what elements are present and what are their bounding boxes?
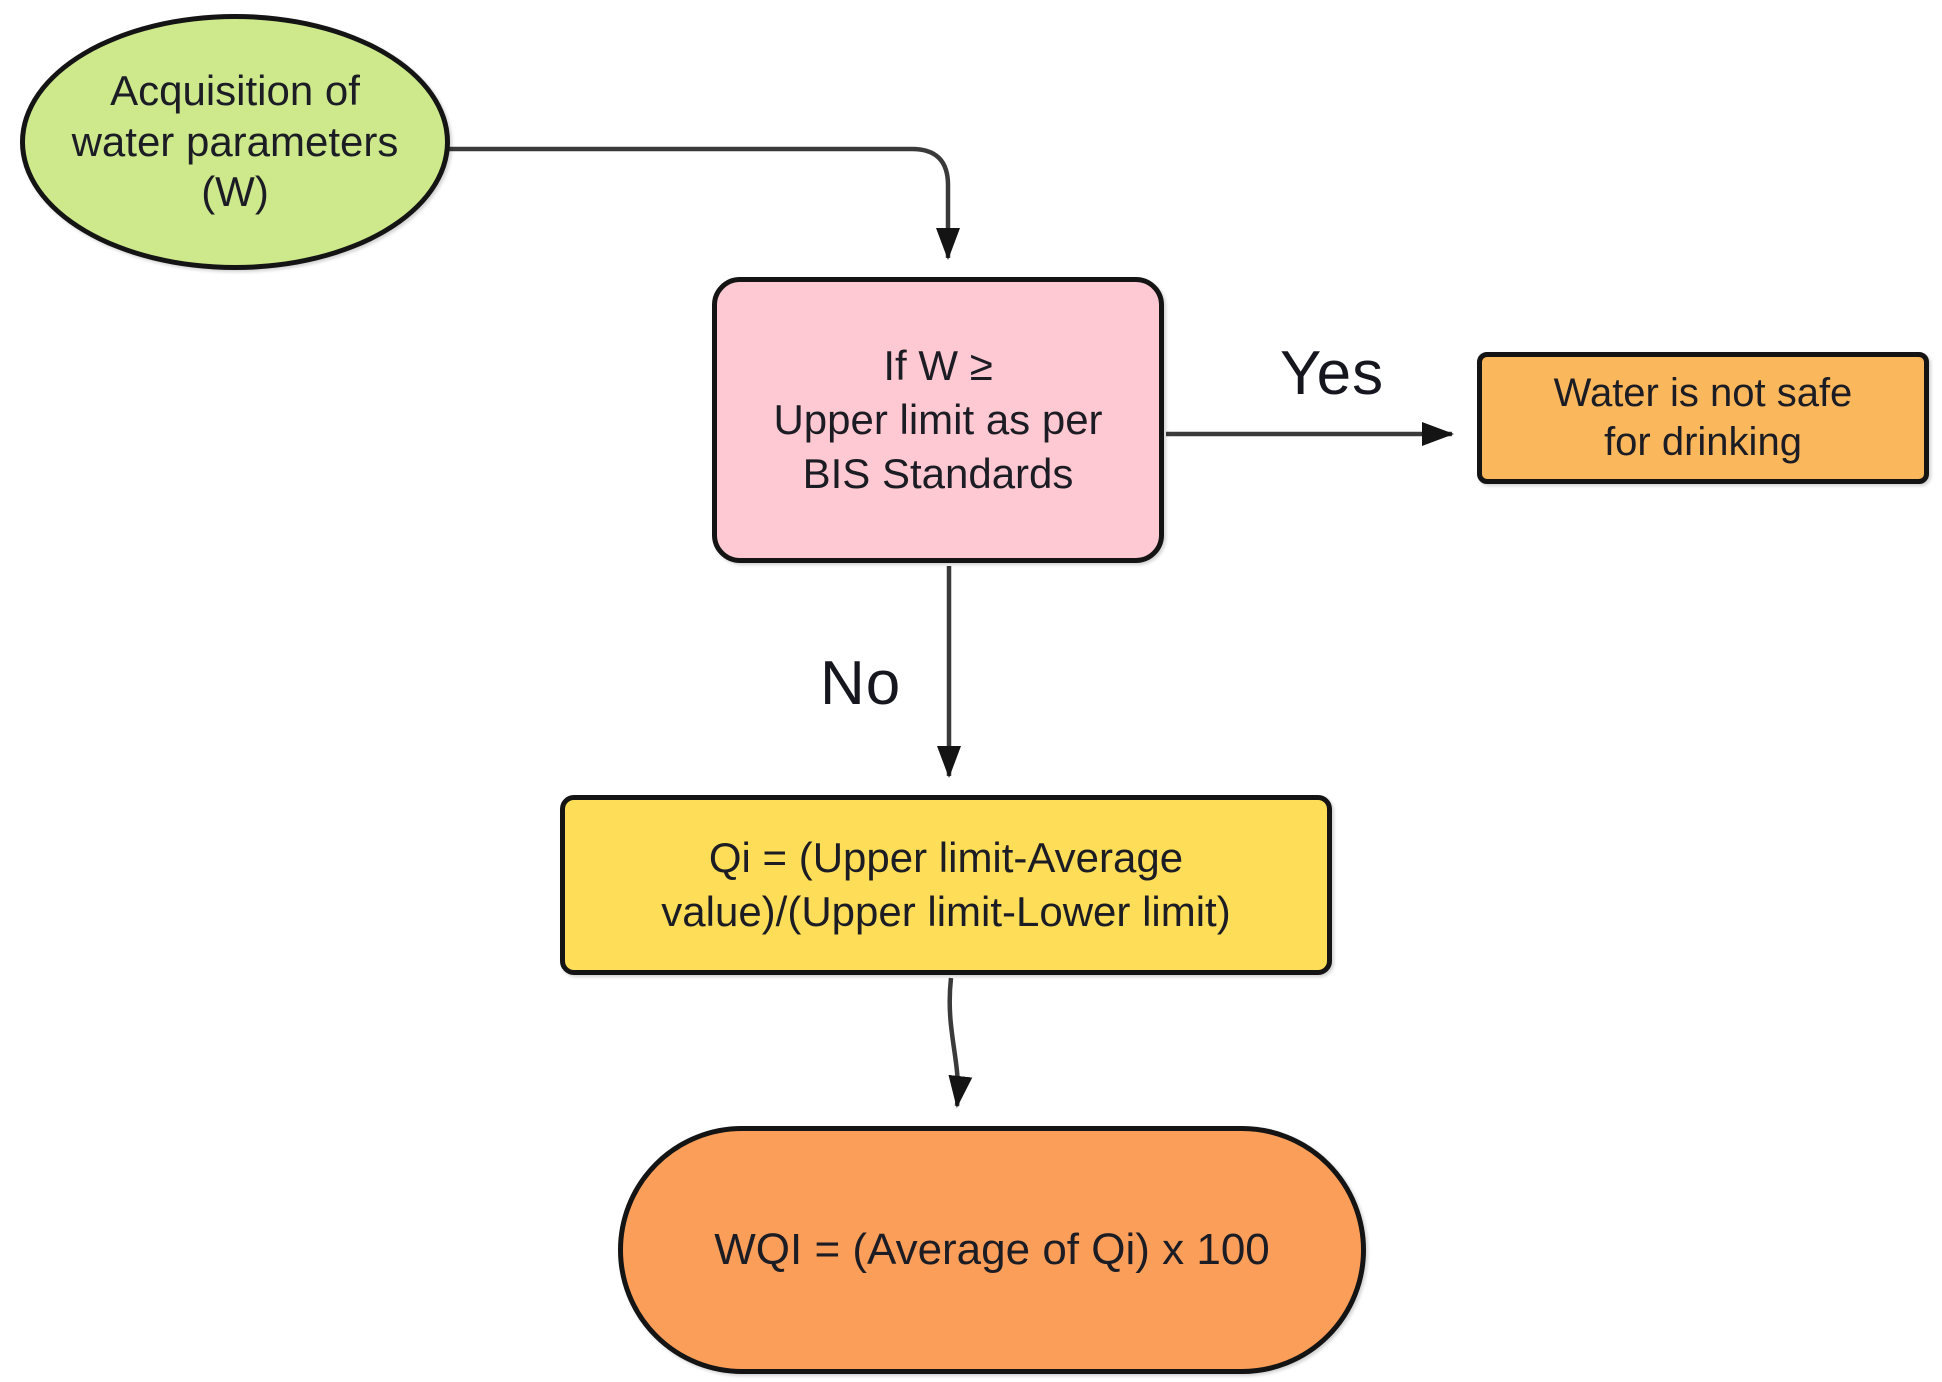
node-text-line: for drinking [1604,420,1802,464]
node-text-line: BIS Standards [802,449,1074,497]
edge-start-to-decision [444,146,960,260]
node-wqi-result: WQI = (Average of Qi) x 100 [618,1126,1366,1374]
node-text-line: value)/(Upper limit-Lower limit) [661,888,1231,935]
node-water-not-safe: Water is not safe for drinking [1477,352,1929,484]
node-qi-formula: Qi = (Upper limit-Average value)/(Upper … [560,795,1332,975]
node-text-line: Qi = (Upper limit-Average [708,834,1184,882]
node-text-line: WQI = (Average of Qi) x 100 [714,1224,1270,1274]
node-text-line: Acquisition of [110,67,360,115]
node-start-acquisition: Acquisition of water parameters (W) [20,14,450,270]
edge-label-no: No [820,649,902,718]
node-text-line: water parameters [71,117,399,165]
node-text-line: If W ≥ [883,342,993,390]
node-text-line: Upper limit as per [773,396,1103,444]
edge-qi-to-wqi [947,977,973,1108]
node-text-line: (W) [201,168,269,216]
node-text-line: Water is not safe [1553,371,1853,416]
edge-label-yes: Yes [1280,339,1385,408]
node-decision-bis-limit: If W ≥ Upper limit as per BIS Standards [712,277,1164,563]
